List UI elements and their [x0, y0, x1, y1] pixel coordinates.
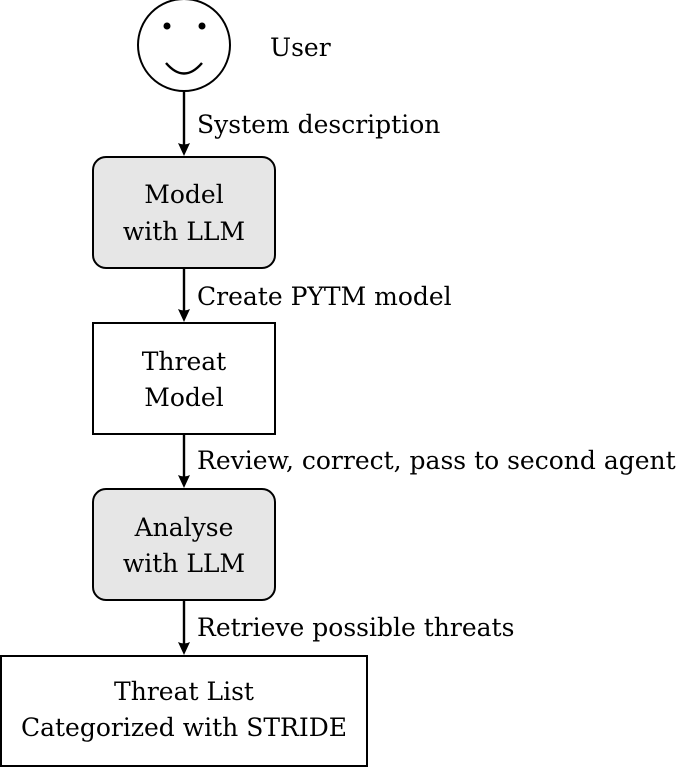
node-analyse-with-llm: Analyse with LLM: [92, 488, 276, 601]
arrow-head-icon: [178, 143, 190, 156]
threat-list-line2: Categorized with STRIDE: [21, 713, 347, 742]
node-threat-list: Threat List Categorized with STRIDE: [0, 655, 368, 767]
edge-label-system-description: System description: [197, 110, 440, 139]
model-with-llm-box: [92, 156, 276, 269]
threat-list-box: [0, 655, 368, 767]
model-with-llm-line2: with LLM: [123, 217, 245, 246]
smiley-face-icon: [137, 0, 231, 92]
edge-label-review-correct-pass: Review, correct, pass to second agent: [197, 446, 676, 475]
edge-system-description: System description: [178, 92, 440, 156]
edge-review-correct-pass: Review, correct, pass to second agent: [178, 434, 676, 488]
edge-retrieve-possible-threats: Retrieve possible threats: [178, 600, 514, 655]
arrow-head-icon: [178, 642, 190, 655]
threat-list-line1: Threat List: [114, 677, 254, 706]
edge-create-pytm-model: Create PYTM model: [178, 268, 452, 322]
threat-model-line1: Threat: [142, 347, 226, 376]
arrow-head-icon: [178, 309, 190, 322]
arrow-head-icon: [178, 475, 190, 488]
analyse-with-llm-line2: with LLM: [123, 549, 245, 578]
user-label: User: [270, 33, 331, 62]
edge-label-create-pytm-model: Create PYTM model: [197, 282, 452, 311]
node-model-with-llm: Model with LLM: [92, 156, 276, 269]
model-with-llm-line1: Model: [144, 180, 223, 209]
user-actor: User: [137, 0, 331, 92]
node-threat-model: Threat Model: [92, 322, 276, 435]
edge-label-retrieve-possible-threats: Retrieve possible threats: [197, 613, 514, 642]
analyse-with-llm-line1: Analyse: [134, 513, 234, 542]
threat-model-box: [92, 322, 276, 435]
threat-model-line2: Model: [144, 383, 223, 412]
analyse-with-llm-box: [92, 488, 276, 601]
